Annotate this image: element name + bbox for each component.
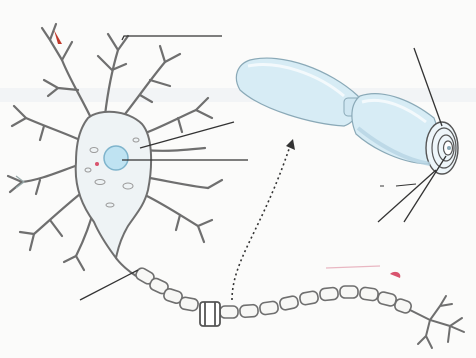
organelle-red-dot — [95, 162, 99, 166]
pink-accent — [390, 272, 400, 278]
leader-line-schwann-nucleus — [378, 170, 436, 222]
zoom-arrow — [232, 146, 290, 300]
zoom-arrowhead — [286, 139, 295, 150]
leader-line-axon-core — [404, 156, 446, 222]
axon-terminal — [410, 296, 464, 348]
leader-line-dendrites — [122, 36, 222, 40]
red-marker — [54, 30, 62, 44]
highlighted-myelin-segment — [200, 302, 220, 326]
leader-line-cell-body — [140, 122, 234, 148]
faint-pink-stroke — [326, 266, 380, 268]
enlarged-axon — [236, 58, 458, 174]
leader-line-outer-layer — [396, 184, 416, 186]
axon-myelin-chain — [134, 266, 412, 318]
cell-body — [76, 112, 151, 258]
nucleus — [104, 146, 128, 170]
leader-line-axon — [80, 270, 138, 300]
